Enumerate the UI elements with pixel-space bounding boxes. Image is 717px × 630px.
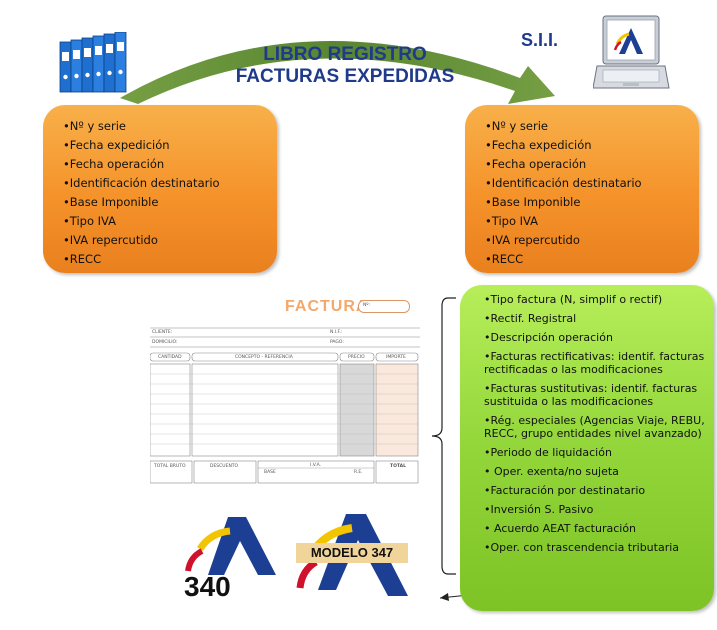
title-line-2: FACTURAS EXPEDIDAS: [235, 66, 455, 87]
list-item: •Identificación destinatario: [63, 176, 220, 190]
list-item: •Facturación por destinatario: [484, 484, 646, 497]
list-item: •Base Imponible: [485, 195, 581, 209]
invoice-total: TOTAL: [390, 464, 406, 469]
invoice-col-importe: IMPORTE: [386, 355, 406, 360]
list-item: •Rég. especiales (Agencias Viaje, REBU, …: [484, 414, 705, 440]
list-item: •RECC: [485, 252, 524, 266]
additional-fields-list: •Tipo factura (N, simplif o rectif) •Rec…: [484, 293, 706, 560]
invoice-domicilio-label: DOMICILIO:: [152, 340, 178, 345]
list-item: •Identificación destinatario: [485, 176, 642, 190]
list-item: •Periodo de liquidación: [484, 446, 612, 459]
left-fields-box: •Nº y serie •Fecha expedición •Fecha ope…: [43, 105, 277, 273]
modelo-347-label: MODELO 347: [296, 543, 408, 563]
title-line-1: LIBRO REGISTRO: [263, 44, 427, 65]
list-item: •Nº y serie: [63, 119, 126, 133]
invoice-number-field: Nº:: [358, 300, 410, 313]
invoice-re: R.E.: [354, 470, 363, 475]
diagram-title: LIBRO REGISTRO FACTURAS EXPEDIDAS: [200, 44, 490, 88]
invoice-descuento: DESCUENTO: [210, 464, 239, 469]
invoice-pago-label: PAGO:: [330, 340, 344, 345]
invoice-form-image: FACTURA Nº: CLIENTE: N.I.F.: DOMICILIO: …: [150, 298, 420, 486]
list-item: •Inversión S. Pasivo: [484, 503, 594, 516]
list-item: •RECC: [63, 252, 102, 266]
additional-fields-box: •Tipo factura (N, simplif o rectif) •Rec…: [460, 285, 714, 611]
list-item: •IVA repercutido: [63, 233, 158, 247]
list-item: •Tipo IVA: [63, 214, 117, 228]
laptop-icon: [593, 15, 670, 89]
list-item: •Facturas rectificativas: identif. factu…: [484, 350, 705, 376]
list-item: •Tipo factura (N, simplif o rectif): [484, 293, 663, 306]
list-item: •Tipo IVA: [485, 214, 539, 228]
right-fields-list: •Nº y serie •Fecha expedición •Fecha ope…: [485, 117, 642, 269]
list-item: •IVA repercutido: [485, 233, 580, 247]
list-item: •Oper. con trascendencia tributaria: [484, 541, 680, 554]
aeat-logo-340: [185, 517, 276, 575]
binders-icon: [59, 32, 127, 93]
invoice-title: FACTURA: [285, 298, 369, 315]
invoice-grid: [150, 327, 420, 484]
invoice-base: BASE: [264, 470, 276, 475]
invoice-number-label: Nº:: [363, 303, 371, 308]
list-item: •Facturas sustitutivas: identif. factura…: [484, 382, 698, 408]
invoice-col-precio: PRECIO: [348, 355, 365, 360]
list-item: •Rectif. Registral: [484, 312, 577, 325]
list-item: •Fecha operación: [485, 157, 587, 171]
list-item: •Fecha operación: [63, 157, 165, 171]
list-item: • Oper. exenta/no sujeta: [484, 465, 619, 478]
list-item: •Fecha expedición: [485, 138, 592, 152]
list-item: •Descripción operación: [484, 331, 613, 344]
invoice-total-bruto: TOTAL BRUTO: [154, 464, 186, 469]
list-item: •Nº y serie: [485, 119, 548, 133]
list-item: •Fecha expedición: [63, 138, 170, 152]
invoice-cliente-label: CLIENTE:: [152, 330, 173, 335]
left-fields-list: •Nº y serie •Fecha expedición •Fecha ope…: [63, 117, 220, 269]
modelo-340-label: 340: [184, 571, 231, 602]
invoice-col-cantidad: CANTIDAD: [158, 355, 182, 360]
list-item: •Base Imponible: [63, 195, 159, 209]
invoice-nif-label: N.I.F.:: [330, 330, 343, 335]
list-item: • Acuerdo AEAT facturación: [484, 522, 637, 535]
invoice-col-concepto: CONCEPTO - REFERENCIA: [235, 355, 293, 360]
sii-label: S.I.I.: [521, 30, 559, 50]
right-fields-box: •Nº y serie •Fecha expedición •Fecha ope…: [465, 105, 699, 273]
invoice-iva: I.V.A.: [310, 463, 322, 468]
